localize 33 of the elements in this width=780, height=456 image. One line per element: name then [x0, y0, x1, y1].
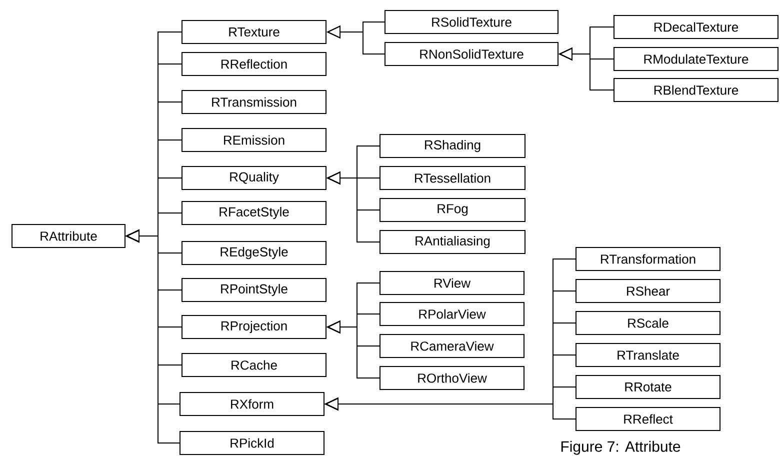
class-box: RFog: [380, 198, 526, 222]
class-box: RCameraView: [380, 334, 524, 358]
class-box: RRotate: [576, 375, 720, 399]
class-box: RTexture: [182, 20, 326, 44]
class-box: RAttribute: [12, 224, 126, 248]
class-box: RAntialiasing: [380, 230, 526, 254]
class-box: RScale: [576, 311, 720, 335]
class-box: RTessellation: [380, 166, 526, 190]
class-box: RQuality: [182, 166, 326, 190]
class-box: RTransmission: [182, 90, 326, 114]
class-box: RShear: [576, 279, 720, 303]
class-box: RCache: [182, 353, 326, 377]
class-box: ROrthoView: [380, 366, 524, 390]
class-box: RReflect: [576, 407, 720, 431]
class-box: RView: [380, 271, 524, 295]
class-box: RNonSolidTexture: [384, 42, 558, 66]
class-box: RSolidTexture: [384, 10, 558, 34]
class-box: RXform: [180, 392, 324, 416]
class-box: RFacetStyle: [182, 201, 326, 225]
class-box: RPickId: [180, 431, 324, 455]
class-box: RDecalTexture: [614, 15, 778, 39]
class-box: RPolarView: [380, 302, 524, 326]
class-box: RBlendTexture: [614, 78, 778, 102]
class-box: RTransformation: [576, 247, 720, 271]
class-box: RPointStyle: [182, 278, 326, 302]
class-box: RProjection: [182, 315, 326, 339]
caption: Figure 7: Attribute: [561, 440, 680, 455]
class-box: RTranslate: [576, 343, 720, 367]
class-box: RShading: [380, 134, 526, 158]
class-box: RReflection: [182, 52, 326, 76]
class-box: RModulateTexture: [614, 47, 778, 71]
class-box: REdgeStyle: [182, 241, 326, 265]
class-box: REmission: [182, 128, 326, 152]
